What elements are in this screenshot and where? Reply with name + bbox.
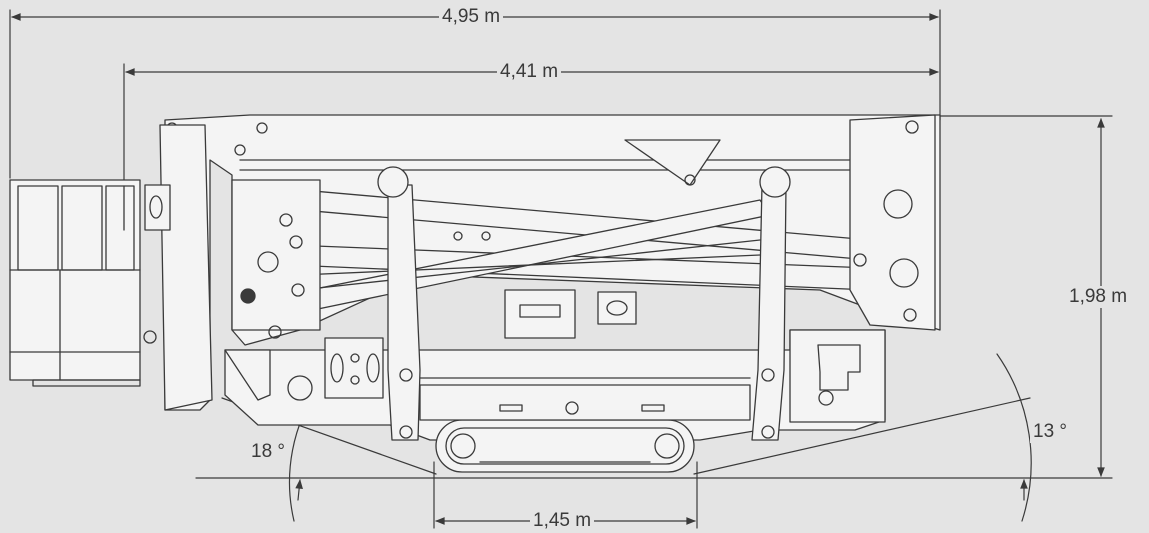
jib-column [159, 124, 213, 411]
undercarriage-beam [419, 384, 751, 421]
rear-angle-slope-line [693, 397, 1031, 475]
rear-angle-label: 13 ° [1030, 421, 1071, 443]
spider-lift-machine [9, 114, 941, 473]
height-label: 1,98 m [1066, 286, 1131, 308]
front-angle-arrow [295, 479, 303, 501]
boom-lever [624, 139, 721, 186]
outrigger-legs [377, 166, 791, 441]
front-angle-label: 18 ° [248, 441, 289, 463]
beam-slot-left [499, 404, 523, 412]
beam-slot-right [641, 404, 665, 412]
work-platform-basket [9, 179, 141, 387]
engine-housing [789, 329, 886, 423]
front-outrigger [224, 349, 271, 401]
crawler-track [435, 419, 695, 473]
transport-length-label: 4,41 m [497, 61, 562, 83]
total-length-label: 4,95 m [439, 6, 504, 28]
engine-panel [817, 344, 861, 391]
rear-angle-arc [996, 353, 1032, 522]
control-panel-small [597, 291, 637, 325]
front-mount-plate [324, 337, 384, 399]
jib-bracket [144, 184, 171, 231]
rear-head-plate [849, 114, 936, 331]
track-width-label: 1,45 m [530, 510, 595, 532]
control-box [504, 289, 576, 339]
beam-hole [565, 401, 579, 415]
